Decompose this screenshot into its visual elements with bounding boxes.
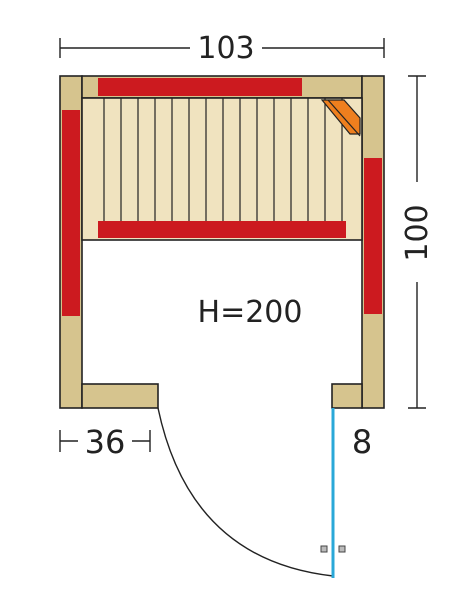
heater-panel-left <box>62 110 80 316</box>
height-label: H=200 <box>198 295 303 330</box>
stove-divider <box>327 99 361 137</box>
heater-panel-top <box>98 78 302 96</box>
heater-panel-right <box>364 158 382 314</box>
bench <box>81 97 363 241</box>
depth-dimension <box>408 75 426 409</box>
depth-label: 100 <box>400 204 435 261</box>
front-wall-right <box>331 383 363 409</box>
heater-panel-bench <box>98 221 346 238</box>
front-wall-left <box>81 383 159 409</box>
width-label: 103 <box>197 31 254 66</box>
door-hinge-left <box>320 545 328 553</box>
door-hinge-right <box>338 545 346 553</box>
door-offset-label: 8 <box>352 423 372 461</box>
door-swing-arc <box>157 407 334 577</box>
bench-area <box>81 97 363 241</box>
door-side-label: 36 <box>85 423 126 461</box>
width-dimension <box>59 38 385 58</box>
heater-panels <box>62 78 382 316</box>
door-side-dimension <box>59 430 151 452</box>
